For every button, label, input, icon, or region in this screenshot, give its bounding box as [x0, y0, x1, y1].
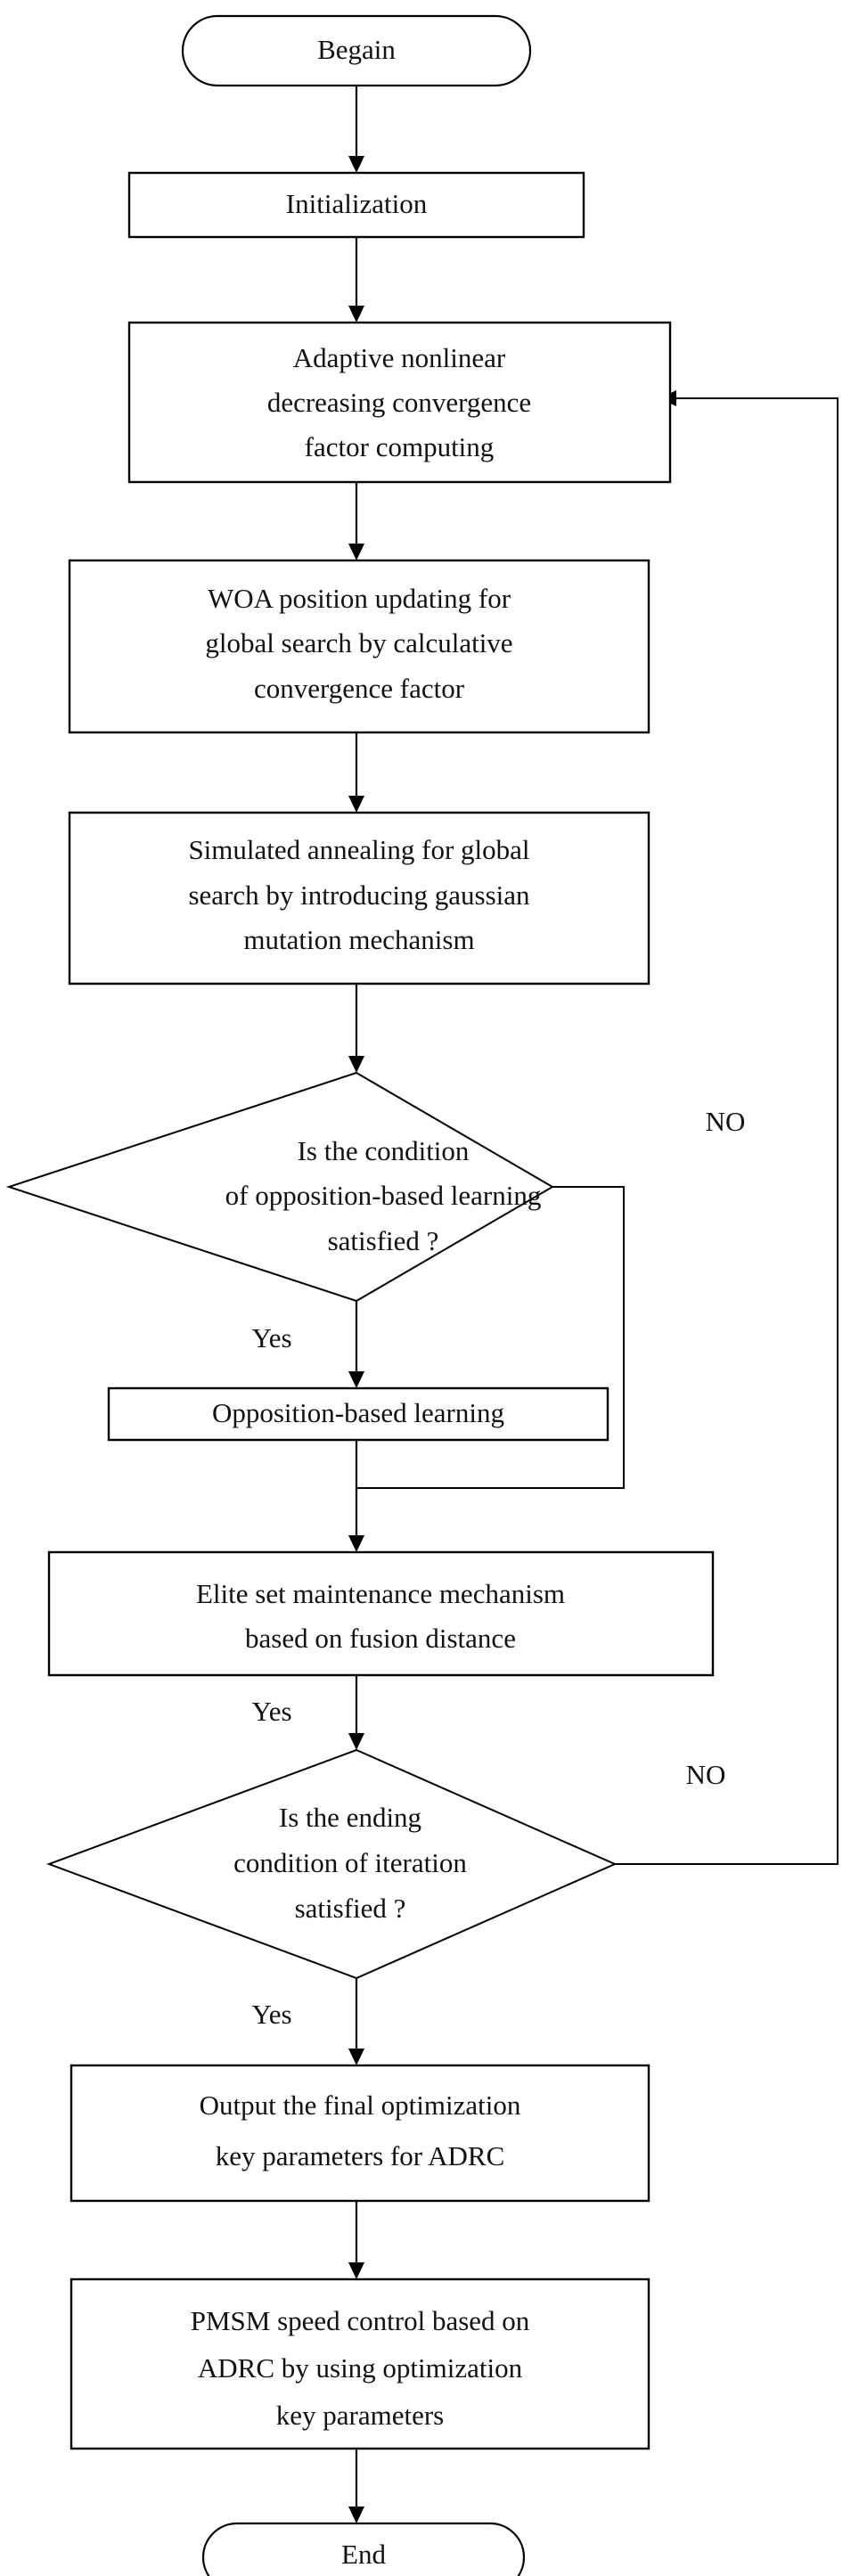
node-ending-condition-line-1: Is the ending	[279, 1802, 421, 1833]
node-elite-set-line-1: Elite set maintenance mechanism	[196, 1578, 565, 1609]
node-pmsm-line-2: ADRC by using optimization	[198, 2352, 523, 2384]
node-obl-condition-line-1: Is the condition	[298, 1135, 470, 1166]
edge-ending-yes-to-output	[348, 1978, 364, 2065]
node-obl-condition[interactable]: Is the condition of opposition-based lea…	[5, 1071, 554, 1303]
edge-woa-to-annealing	[348, 732, 364, 813]
node-adaptive-factor-line-1: Adaptive nonlinear	[293, 342, 506, 373]
node-pmsm-control[interactable]: PMSM speed control based on ADRC by usin…	[70, 2278, 650, 2450]
node-annealing-line-2: search by introducing gaussian	[188, 879, 530, 911]
edge-begin-to-initialization	[348, 86, 364, 173]
node-initialization-label: Initialization	[286, 188, 428, 219]
edge-initialization-to-adaptive	[348, 237, 364, 323]
node-output-line-2: key parameters for ADRC	[216, 2140, 505, 2171]
node-begin-label: Begain	[317, 34, 396, 65]
edge-annealing-to-obl-decision	[348, 984, 364, 1073]
edge-output-to-pmsm	[348, 2201, 364, 2279]
node-adaptive-factor[interactable]: Adaptive nonlinear decreasing convergenc…	[127, 321, 672, 484]
edge-elite-to-ending-decision	[348, 1675, 364, 1750]
edge-obl-box-to-elite	[348, 1440, 364, 1552]
node-initialization[interactable]: Initialization	[127, 171, 585, 239]
node-obl-condition-line-2: of opposition-based learning	[225, 1180, 542, 1211]
node-simulated-annealing[interactable]: Simulated annealing for global search by…	[68, 811, 650, 985]
node-woa-line-3: convergence factor	[254, 673, 465, 704]
node-obl-condition-line-3: satisfied ?	[328, 1225, 439, 1256]
node-elite-set-line-2: based on fusion distance	[245, 1623, 516, 1654]
node-obl-box-label: Opposition-based learning	[212, 1397, 504, 1428]
node-end[interactable]: End	[201, 2522, 526, 2576]
node-output-line-1: Output the final optimization	[200, 2089, 521, 2121]
edge-pmsm-to-end	[348, 2449, 364, 2523]
node-annealing-line-3: mutation mechanism	[243, 924, 474, 955]
node-output-parameters[interactable]: Output the final optimization key parame…	[70, 2064, 650, 2203]
edge-adaptive-to-woa	[348, 482, 364, 560]
edge-obl-no-bypass	[356, 1186, 625, 1489]
node-adaptive-factor-line-2: decreasing convergence	[267, 387, 531, 418]
edge-label-obl-yes: Yes	[251, 1322, 291, 1353]
node-woa-line-2: global search by calculative	[205, 627, 512, 658]
node-adaptive-factor-line-3: factor computing	[305, 431, 495, 462]
edge-label-ending-no: NO	[686, 1759, 726, 1790]
node-elite-set[interactable]: Elite set maintenance mechanism based on…	[47, 1550, 715, 1677]
node-woa-position-update[interactable]: WOA position updating for global search …	[68, 559, 650, 734]
node-begin[interactable]: Begain	[181, 14, 532, 87]
edge-label-elite-yes: Yes	[251, 1696, 291, 1727]
node-ending-condition-line-3: satisfied ?	[295, 1893, 406, 1924]
node-ending-condition[interactable]: Is the ending condition of iteration sat…	[46, 1748, 618, 1980]
node-end-label: End	[341, 2539, 386, 2570]
node-ending-condition-line-2: condition of iteration	[233, 1847, 467, 1878]
node-pmsm-line-3: key parameters	[276, 2400, 444, 2431]
node-woa-line-1: WOA position updating for	[208, 583, 511, 614]
edge-label-obl-no: NO	[706, 1106, 746, 1137]
node-pmsm-line-1: PMSM speed control based on	[191, 2305, 530, 2336]
edge-label-ending-yes: Yes	[251, 1999, 291, 2030]
node-opposition-based-learning[interactable]: Opposition-based learning	[107, 1386, 609, 1442]
node-annealing-line-1: Simulated annealing for global	[188, 834, 529, 865]
edge-obl-yes-to-obl-box	[348, 1301, 364, 1388]
